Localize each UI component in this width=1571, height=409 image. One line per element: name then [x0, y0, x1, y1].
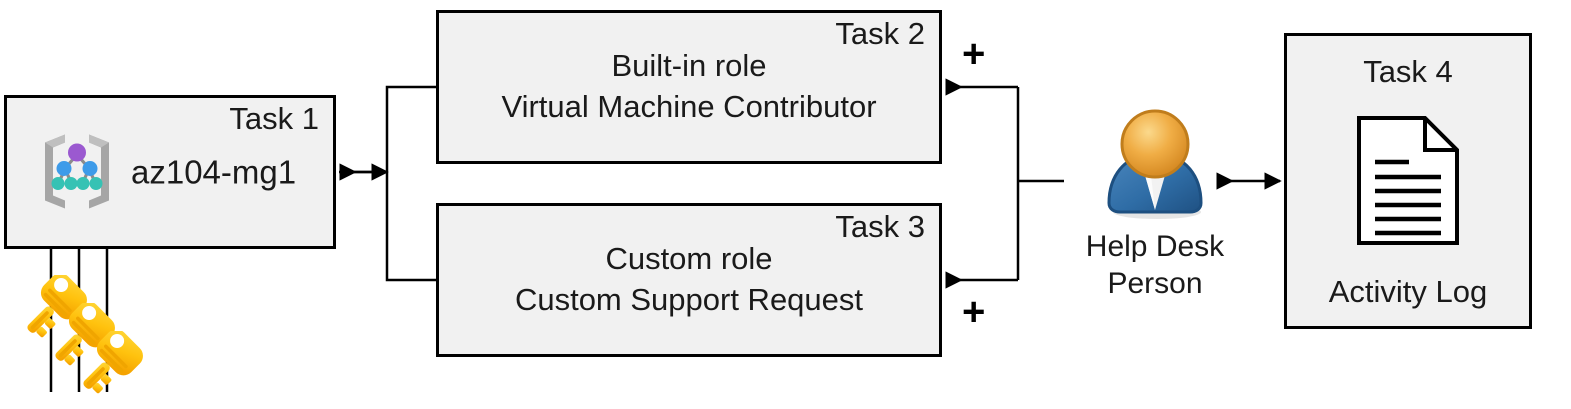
plus-operator-top: +	[962, 32, 986, 76]
person-caption-line2: Person	[1107, 266, 1203, 300]
task3-box[interactable]: Task 3 Custom role Custom Support Reques…	[436, 203, 942, 357]
management-group-icon	[35, 127, 119, 218]
task3-line2: Custom Support Request	[514, 282, 864, 317]
task2-box[interactable]: Task 2 Built-in role Virtual Machine Con…	[436, 10, 942, 164]
key-icon	[48, 301, 126, 386]
plus-operator-bottom: +	[962, 290, 986, 334]
task4-icon-wrap	[1287, 114, 1529, 252]
person-caption-line1: Help Desk	[1085, 230, 1225, 263]
task4-label: Task 4	[1363, 54, 1453, 89]
user-person-icon	[1096, 109, 1214, 224]
key-icon	[76, 329, 154, 409]
key-icon	[20, 273, 98, 358]
task3-line1: Custom role	[605, 241, 773, 277]
help-desk-person-group[interactable]: Help Desk Person	[1064, 108, 1246, 302]
person-caption: Help Desk Person	[1064, 229, 1246, 302]
task3-content: Custom role Custom Support Request	[439, 239, 939, 321]
task3-label: Task 3	[835, 209, 925, 244]
task1-label: Task 1	[229, 101, 319, 136]
task2-line1: Built-in role	[611, 48, 767, 84]
task2-line2: Virtual Machine Contributor	[501, 89, 877, 124]
task1-box[interactable]: Task 1	[4, 95, 336, 249]
task1-resource-name: az104-mg1	[131, 153, 297, 190]
task2-content: Built-in role Virtual Machine Contributo…	[439, 46, 939, 128]
task2-label: Task 2	[835, 16, 925, 51]
task4-box[interactable]: Task 4 Activity Log	[1284, 33, 1532, 329]
task4-caption: Activity Log	[1328, 274, 1488, 309]
task1-content: az104-mg1	[35, 127, 296, 218]
keys-group	[20, 273, 150, 409]
document-icon	[1353, 114, 1463, 252]
